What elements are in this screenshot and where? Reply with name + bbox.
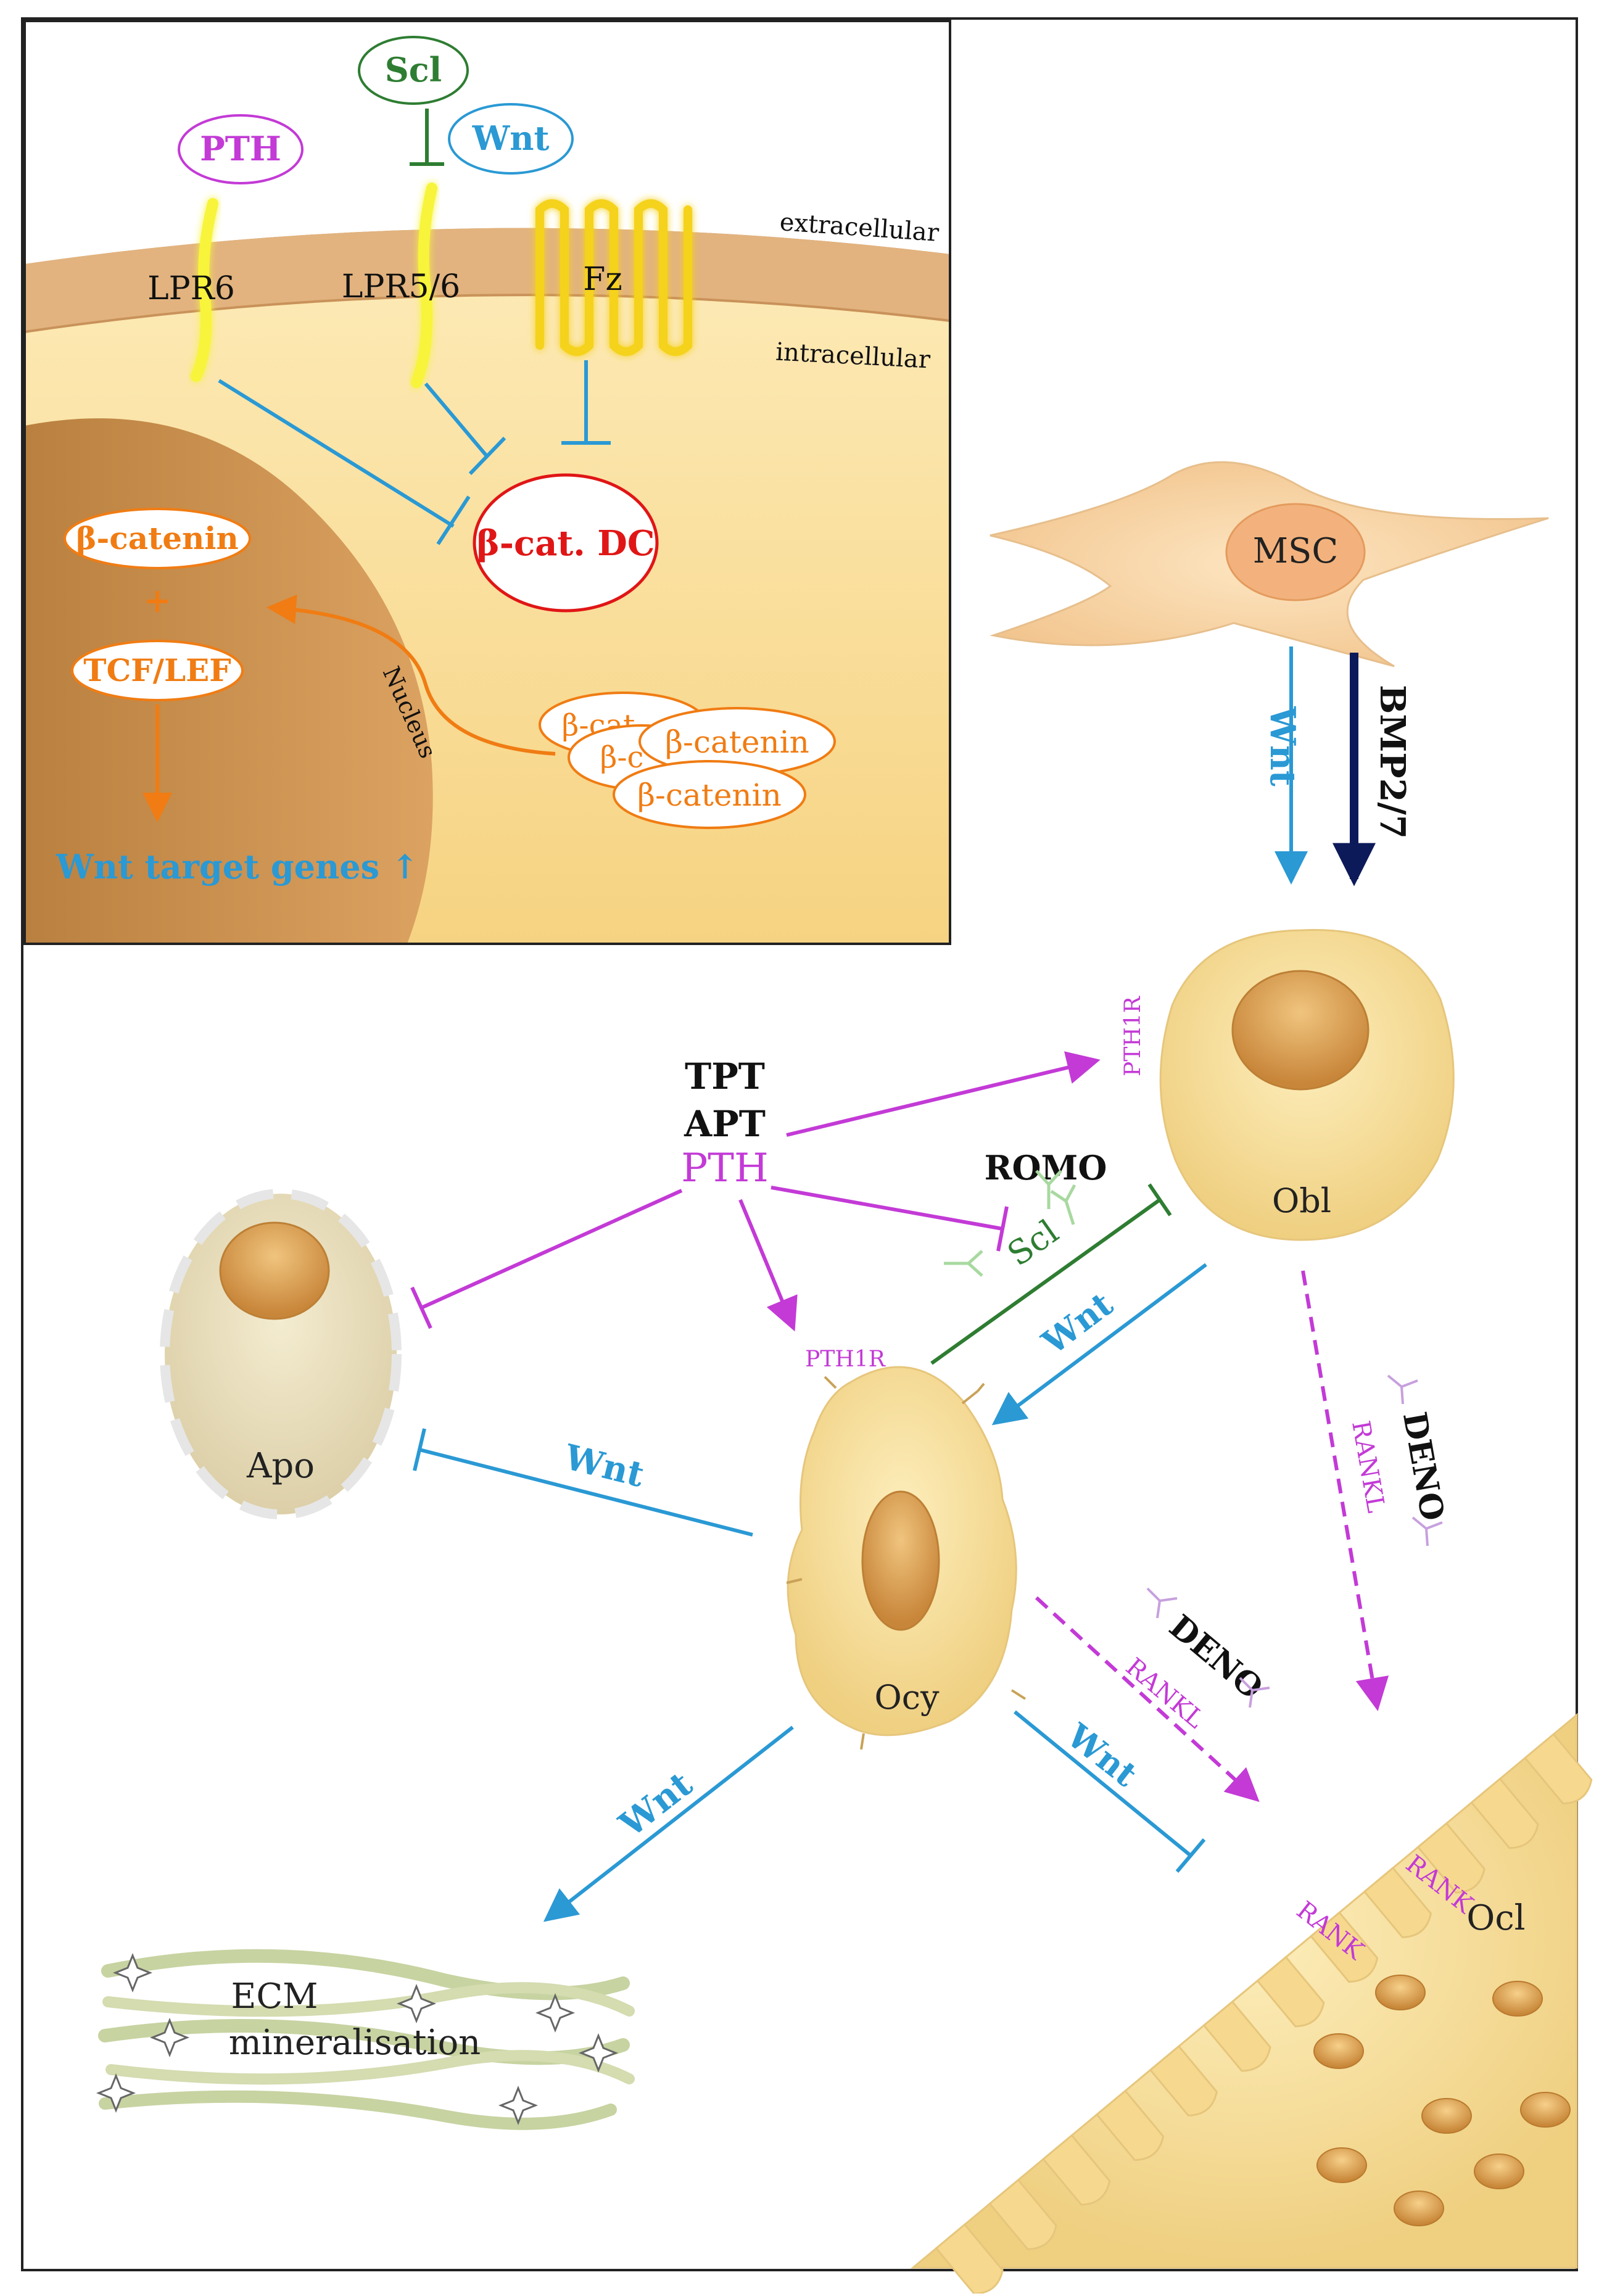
lpr6-receptor-shape xyxy=(191,198,218,382)
lpr56-label: LPR5/6 xyxy=(342,268,460,305)
ecm-label: ECM xyxy=(231,1976,318,2017)
wnt-ligand xyxy=(448,103,574,175)
bcat-destruction-complex xyxy=(473,473,659,613)
nuclear-bcatenin-label: β-catenin xyxy=(76,520,238,556)
apt-label: APT xyxy=(684,1103,766,1145)
pth-to-ocy-arrow xyxy=(738,1199,798,1332)
cyto-bcatenin-4 xyxy=(613,760,806,829)
lpr56-receptor-shape xyxy=(411,183,437,388)
fz-label: Fz xyxy=(583,261,622,298)
ocl-villus xyxy=(988,2178,1057,2250)
lpr6-label: LPR6 xyxy=(147,270,235,307)
cyto-bcatenin-2-label: β-c xyxy=(600,740,644,775)
ocl-villus xyxy=(1149,2045,1218,2116)
lpr6-inhibits-dc-line xyxy=(218,379,455,528)
cyto-bcatenin-3-label: β-catenin xyxy=(665,724,809,760)
mineral-crystals xyxy=(96,1952,619,2126)
apo-label: Apo xyxy=(246,1446,315,1486)
ocy-cell: Ocy PTH1R xyxy=(786,1347,1027,1750)
tcf-lef-label: TCF/LEF xyxy=(83,652,231,688)
msc-nucleus xyxy=(1225,503,1366,601)
plus-label: + xyxy=(143,580,171,620)
ocl-cell: RANK RANK Ocl xyxy=(910,1712,1593,2295)
cyto-bcatenin-4-label: β-catenin xyxy=(637,777,782,813)
obl-rankl-arrow xyxy=(1301,1270,1389,1711)
ocy-label: Ocy xyxy=(874,1678,940,1717)
obl-pth1r-label: PTH1R xyxy=(1120,996,1146,1076)
cell-membrane xyxy=(25,228,950,332)
ocl-villus xyxy=(1470,1777,1539,1849)
ocy-pth1r-label: PTH1R xyxy=(805,1347,886,1372)
scl-inhibits-obl-line xyxy=(930,1198,1161,1365)
ocl-label: Ocl xyxy=(1466,1898,1525,1938)
obl-label: Obl xyxy=(1272,1181,1331,1220)
ocl-villus xyxy=(1202,2000,1271,2072)
ocy-wnt-inhibits-ocl-line xyxy=(1014,1710,1192,1857)
obl-wnt-to-ocy-arrow xyxy=(991,1263,1207,1426)
lpr56-inhibits-dc-line xyxy=(424,382,488,456)
msc-label: MSC xyxy=(1253,531,1339,571)
pth-inhibits-scl-line xyxy=(771,1186,1003,1231)
deno-antibodies-1 xyxy=(1146,1587,1270,1708)
msc-wnt-label: Wnt xyxy=(1262,706,1303,787)
tpt-label: TPT xyxy=(685,1055,765,1097)
ocl-villus xyxy=(1042,2134,1111,2206)
bmp-label: BMP2/7 xyxy=(1372,685,1413,839)
pth-to-obl-arrow xyxy=(786,1051,1101,1137)
ocy-rankl-arrow xyxy=(1035,1596,1260,1803)
pth-inhibits-apo-line xyxy=(420,1189,683,1310)
romo-antibodies xyxy=(944,1170,1076,1277)
pth-drug-label: PTH xyxy=(681,1146,769,1191)
wnt-label: Wnt xyxy=(472,118,550,158)
nuclear-bcatenin xyxy=(64,508,251,569)
ocl-villus xyxy=(1095,2089,1165,2162)
ocy-wnt-inhibits-apo-line xyxy=(419,1448,753,1537)
pth-ligand xyxy=(178,114,304,184)
ocl-villus xyxy=(1309,1911,1379,1983)
tcf-lef xyxy=(71,640,244,701)
ocy-wnt-to-ecm-arrow xyxy=(543,1725,794,1922)
deno-antibodies-2 xyxy=(1387,1374,1443,1546)
bcat-dc-label: β-cat. DC xyxy=(477,523,655,564)
ocy-nucleus xyxy=(861,1490,940,1631)
ocl-villus xyxy=(1524,1733,1593,1805)
pth-label: PTH xyxy=(200,129,281,168)
fz-receptor-shape xyxy=(535,199,692,356)
ocl-villus xyxy=(1256,1955,1325,2028)
apo-nucleus xyxy=(219,1221,330,1320)
mineralisation-label: mineralisation xyxy=(229,2023,481,2063)
ocl-villus xyxy=(1363,1867,1432,1938)
obl-cell: Obl PTH1R xyxy=(1120,929,1455,1241)
scl-label: Scl xyxy=(385,50,442,89)
nuclear-translocation-arrow xyxy=(266,594,556,756)
inset-panel: PTH Scl Wnt LPR6 LPR5/6 Fz extracellular… xyxy=(23,20,951,945)
ocy-dendrites xyxy=(786,1376,1027,1750)
msc-cell: MSC xyxy=(990,461,1549,667)
ocl-vesicles xyxy=(1313,1975,1571,2226)
obl-nucleus xyxy=(1231,970,1370,1091)
wnt-target-genes-label: Wnt target genes ↑ xyxy=(56,847,419,886)
ocl-villus xyxy=(1416,1822,1485,1894)
scl-ligand xyxy=(358,36,469,105)
apo-cell: Apo xyxy=(160,1189,402,1519)
